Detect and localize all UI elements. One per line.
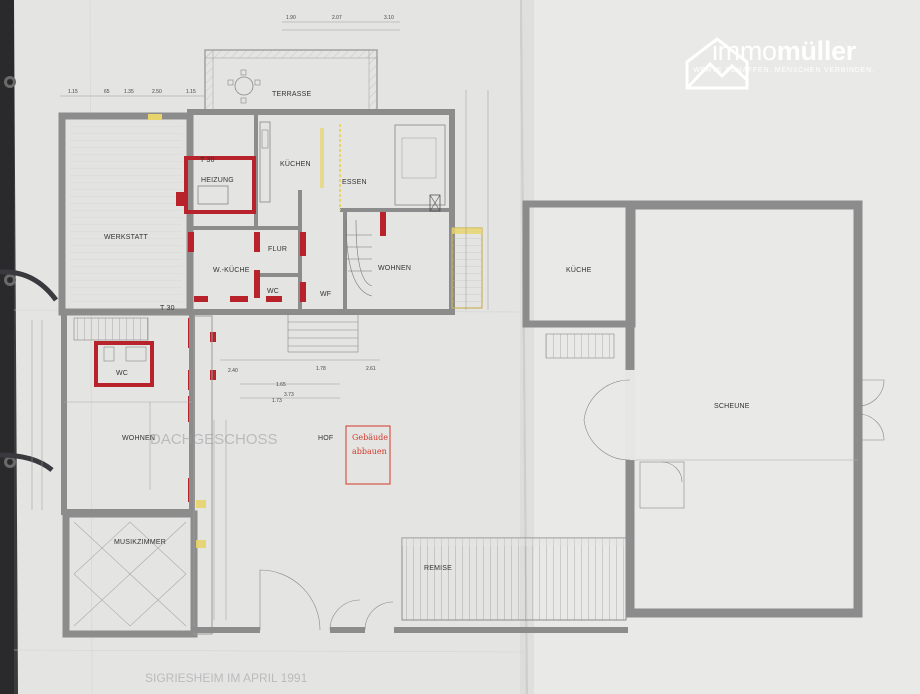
handwritten-note-box: [345, 425, 391, 485]
room-label-kuechen: KÜCHEN: [280, 160, 311, 168]
handwritten-note-line1: Gebäude: [352, 433, 388, 442]
room-label-hof: HOF: [318, 435, 333, 442]
dimension-label: 1.15: [68, 89, 78, 95]
room-label-essen: ESSEN: [342, 179, 367, 186]
binder-edge: [0, 0, 14, 694]
bleed-through-footer: SIGRIESHEIM IM APRIL 1991: [145, 671, 308, 685]
immomueller-logo: immomüller WERTE SCHAFFEN. MENSCHEN VERB…: [684, 36, 884, 90]
wc-walls: [94, 341, 154, 387]
dimension-label: 1.90: [286, 15, 296, 21]
room-label-wohnen-left: WOHNEN: [122, 435, 155, 442]
room-label-kueche-barn: KÜCHE: [566, 266, 592, 274]
fire-rating-mark: T 30: [200, 157, 215, 164]
binder-rings: [0, 76, 59, 472]
dimension-label: 2.40: [228, 368, 238, 374]
room-label-heizung: HEIZUNG: [201, 177, 234, 184]
dimension-label: 3.73: [284, 392, 294, 398]
room-label-werkstatt: WERKSTATT: [104, 234, 148, 241]
dimension-label: 1.78: [316, 366, 326, 372]
dimension-label: 1.35: [124, 89, 134, 95]
room-label-wc-small: WC: [267, 288, 279, 295]
room-label-scheune: SCHEUNE: [714, 403, 750, 410]
remise-area: [401, 537, 627, 621]
dimension-label: 1.73: [272, 398, 282, 404]
house-outline-icon: [685, 37, 749, 90]
room-label-musikzimmer: MUSIKZIMMER: [114, 539, 166, 546]
dimension-label: 2.07: [332, 15, 342, 21]
logo-tagline: WERTE SCHAFFEN. MENSCHEN VERBINDEN.: [693, 67, 875, 74]
fire-rating-mark: T 30: [160, 305, 175, 312]
room-label-wf: WF: [320, 291, 331, 298]
room-label-w-kueche: W.-KÜCHE: [213, 266, 250, 274]
logo-wordmark: immomüller: [684, 36, 884, 66]
room-label-terrasse: TERRASSE: [272, 91, 311, 98]
right-page: [520, 0, 920, 694]
logo-wordmark-bold: müller: [776, 36, 857, 66]
dimension-label: 1.15: [186, 89, 196, 95]
dimension-label: 1.65: [276, 382, 286, 388]
entrance-steps: [287, 313, 359, 353]
room-label-flur: FLUR: [268, 246, 287, 253]
dimension-label: 3.10: [384, 15, 394, 21]
exterior-stair: [451, 227, 483, 309]
room-label-wc: WC: [116, 370, 128, 377]
room-label-wohnen-main: WOHNEN: [378, 265, 411, 272]
handwritten-note-line2: abbauen: [352, 447, 387, 456]
dimension-label: 2.61: [366, 366, 376, 372]
dimension-label: 2.50: [152, 89, 162, 95]
bleed-through-title: DACHGESCHOSS: [150, 431, 278, 448]
table-icon: [234, 76, 254, 96]
dimension-lines: [31, 21, 489, 620]
heizung-walls: [184, 156, 256, 214]
room-label-remise: REMISE: [424, 565, 452, 572]
central-stair: [345, 219, 373, 297]
barn-doors: [583, 379, 885, 509]
dimension-label: 65: [104, 89, 110, 95]
